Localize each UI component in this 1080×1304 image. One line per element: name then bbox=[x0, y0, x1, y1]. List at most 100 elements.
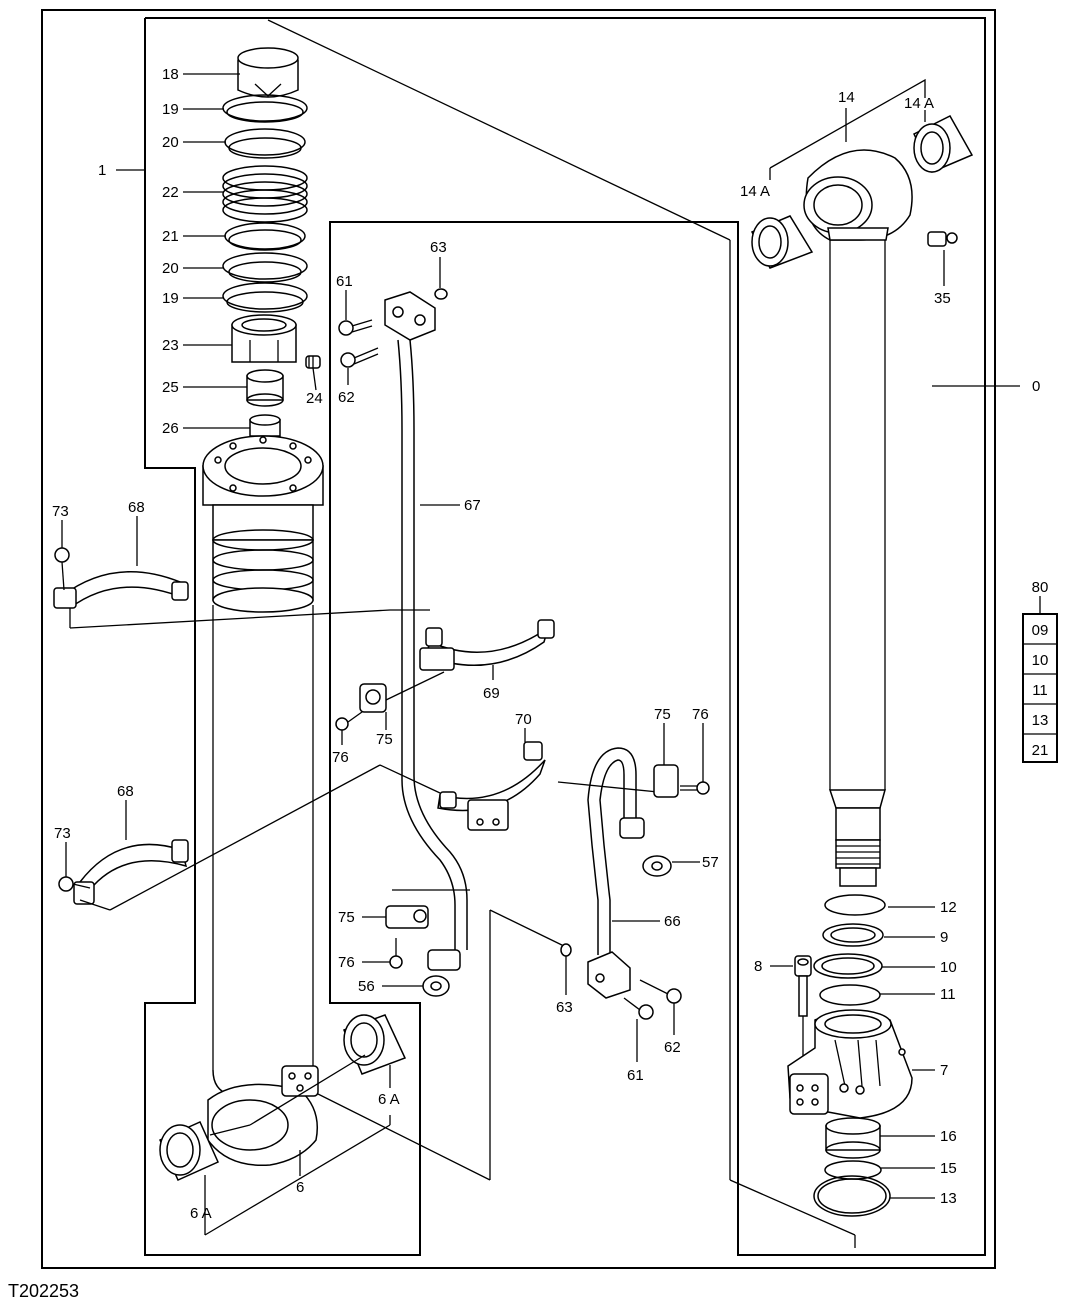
part-14a-bushing-right bbox=[913, 115, 974, 173]
callout: 6 bbox=[296, 1179, 304, 1196]
bolt-62-bottom bbox=[639, 979, 682, 1004]
block-61-62-bottom bbox=[587, 951, 631, 999]
nut-57 bbox=[642, 855, 672, 877]
clamp-68-lower bbox=[73, 839, 189, 905]
part-23-nut bbox=[231, 314, 297, 363]
kit-box: 80 09 10 11 13 21 bbox=[1022, 579, 1058, 763]
callout: 75 bbox=[338, 909, 355, 926]
callout: 75 bbox=[376, 731, 393, 748]
callout: 10 bbox=[940, 959, 957, 976]
callout: 56 bbox=[358, 978, 375, 995]
part-18-cap bbox=[237, 47, 299, 98]
piston-assembly bbox=[159, 47, 407, 1181]
callout: 20 bbox=[162, 134, 179, 151]
part-25-bushing bbox=[246, 369, 284, 407]
frame-rod-group bbox=[144, 17, 986, 1256]
rod-assembly bbox=[750, 115, 974, 1217]
bolt-62-top bbox=[340, 347, 379, 368]
kit-title: 80 bbox=[1032, 579, 1049, 596]
cylinder-tube bbox=[212, 605, 314, 1070]
part-14-rod-eye bbox=[803, 149, 913, 241]
hose-66 bbox=[557, 747, 659, 955]
callout: 61 bbox=[336, 273, 353, 290]
kit-item: 10 bbox=[1032, 652, 1049, 669]
hose-67 bbox=[397, 339, 468, 971]
callout: 0 bbox=[1032, 378, 1040, 395]
callout: 12 bbox=[940, 899, 957, 916]
callout: 6 A bbox=[190, 1205, 212, 1222]
callout: 75 bbox=[654, 706, 671, 723]
clamp-70 bbox=[437, 741, 546, 831]
callout: 76 bbox=[692, 706, 709, 723]
callout: 25 bbox=[162, 379, 179, 396]
bolt-61-top bbox=[338, 319, 373, 336]
part-6a-bushing-right bbox=[343, 1014, 407, 1075]
part-19-ring-top bbox=[222, 94, 308, 123]
part-19-ring-bottom bbox=[222, 282, 308, 313]
callout: 63 bbox=[556, 999, 573, 1016]
callout: 6 A bbox=[378, 1091, 400, 1108]
callout: 67 bbox=[464, 497, 481, 514]
callout: 15 bbox=[940, 1160, 957, 1177]
part-9-seal bbox=[822, 923, 884, 947]
part-6-cylinder-eye bbox=[207, 1065, 319, 1167]
callout: 14 A bbox=[740, 183, 770, 200]
callout: 11 bbox=[940, 986, 956, 1003]
callout: 8 bbox=[754, 958, 762, 975]
callout: 16 bbox=[940, 1128, 957, 1145]
callout: 68 bbox=[117, 783, 134, 800]
callout: 63 bbox=[430, 239, 447, 256]
bracket-75-right bbox=[653, 764, 679, 798]
callout: 9 bbox=[940, 929, 948, 946]
callout: 18 bbox=[162, 66, 179, 83]
callout: 14 A bbox=[904, 95, 934, 112]
clamp-69 bbox=[385, 619, 555, 701]
outer-frame bbox=[41, 9, 996, 1269]
callout: 7 bbox=[940, 1062, 948, 1079]
callout: 23 bbox=[162, 337, 179, 354]
callout: 76 bbox=[332, 749, 349, 766]
callout: 26 bbox=[162, 420, 179, 437]
callout: 57 bbox=[702, 854, 719, 871]
callout: 66 bbox=[664, 913, 681, 930]
bolt-76-right bbox=[680, 781, 710, 795]
part-24-setscrew bbox=[305, 355, 321, 369]
block-61-62-top bbox=[384, 291, 436, 341]
callout: 24 bbox=[306, 390, 323, 407]
kit-item: 11 bbox=[1032, 682, 1048, 699]
bracket-75-upper bbox=[359, 683, 387, 713]
part-22-seal-stack bbox=[222, 165, 308, 223]
callout: 14 bbox=[838, 89, 855, 106]
bracket-75-lower bbox=[385, 889, 470, 929]
kit-item: 09 bbox=[1032, 622, 1049, 639]
bolt-76-upper bbox=[335, 711, 363, 731]
callout: 19 bbox=[162, 290, 179, 307]
part-6a-bushing-left bbox=[159, 1121, 219, 1181]
callout: 35 bbox=[934, 290, 951, 307]
part-26-plug bbox=[249, 414, 281, 437]
callout: 62 bbox=[338, 389, 355, 406]
kit-item: 13 bbox=[1032, 712, 1049, 729]
part-20-ring-bottom bbox=[222, 252, 308, 283]
bolt-76-lower bbox=[389, 938, 403, 969]
nut-56 bbox=[422, 975, 450, 997]
callout: 76 bbox=[338, 954, 355, 971]
oring-63-top bbox=[434, 288, 448, 300]
callout: 62 bbox=[664, 1039, 681, 1056]
rod-shaft bbox=[828, 240, 886, 887]
callout: 22 bbox=[162, 184, 179, 201]
part-7-rod-head bbox=[787, 1009, 913, 1119]
part-21-ring bbox=[224, 222, 306, 251]
callout: 68 bbox=[128, 499, 145, 516]
clamp-68-upper bbox=[53, 571, 430, 629]
callout: 73 bbox=[52, 503, 69, 520]
part-13-ring bbox=[813, 1175, 891, 1217]
part-10-seal bbox=[813, 953, 883, 979]
leader-lines bbox=[61, 73, 1020, 1236]
callout: 20 bbox=[162, 260, 179, 277]
bolt-73-upper bbox=[54, 547, 70, 591]
kit-item: 21 bbox=[1032, 742, 1049, 759]
piston bbox=[202, 435, 324, 613]
cross-lines bbox=[267, 19, 856, 1248]
